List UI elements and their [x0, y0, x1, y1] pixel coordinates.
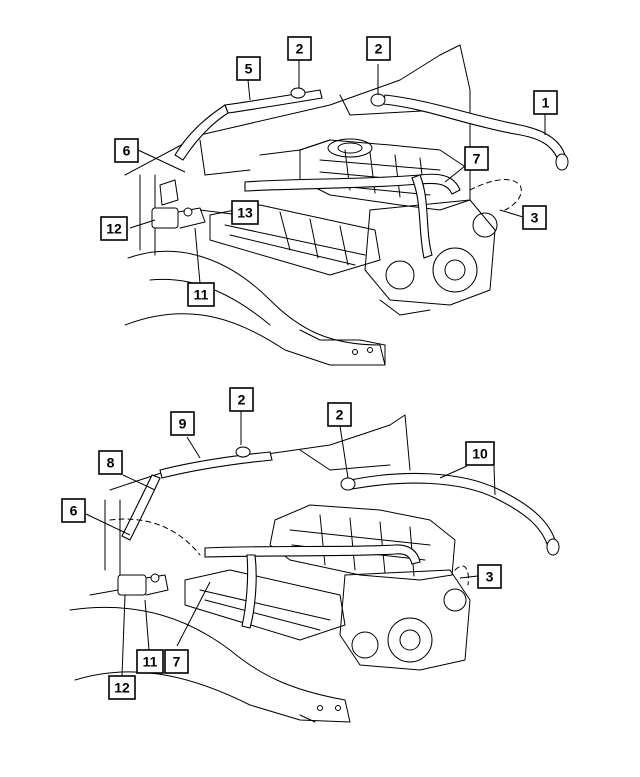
callout-3-top: 3	[522, 205, 547, 230]
callout-7-bottom: 7	[164, 649, 189, 674]
callout-12-bottom: 12	[108, 675, 136, 700]
svg-text:2: 2	[296, 41, 304, 57]
bottom-view-engine-artwork	[69, 414, 560, 723]
callout-leader-lines	[85, 59, 546, 677]
svg-text:12: 12	[114, 680, 130, 696]
svg-text:2: 2	[336, 407, 344, 423]
callout-11-top: 11	[187, 282, 215, 307]
callout-8-bottom: 8	[98, 450, 123, 475]
callout-12-top: 12	[100, 216, 128, 241]
callout-2-bottom-left: 2	[229, 387, 254, 412]
callout-2-top-left: 2	[287, 36, 312, 61]
callout-10-bottom: 10	[465, 441, 495, 466]
svg-text:8: 8	[107, 455, 115, 471]
callout-6-bottom: 6	[61, 498, 86, 523]
svg-text:9: 9	[179, 416, 187, 432]
svg-text:11: 11	[194, 287, 209, 303]
svg-text:2: 2	[238, 392, 246, 408]
svg-text:1: 1	[542, 95, 550, 111]
svg-text:7: 7	[173, 654, 181, 670]
callout-13-top: 13	[231, 200, 259, 225]
top-view-engine-artwork	[124, 44, 569, 366]
svg-text:2: 2	[375, 41, 383, 57]
callout-3-bottom: 3	[477, 564, 502, 589]
callout-2-bottom-right: 2	[327, 402, 352, 427]
svg-text:5: 5	[245, 61, 253, 77]
svg-text:12: 12	[106, 221, 122, 237]
svg-text:6: 6	[123, 143, 131, 159]
svg-text:3: 3	[486, 569, 494, 585]
callout-11-bottom: 11	[136, 649, 164, 674]
callout-1-top: 1	[533, 90, 558, 115]
callout-9-bottom: 9	[170, 411, 195, 436]
callout-7-top: 7	[464, 146, 489, 171]
callout-5-top: 5	[236, 56, 261, 81]
callout-6-top: 6	[114, 138, 139, 163]
svg-text:13: 13	[237, 205, 253, 221]
svg-text:6: 6	[70, 503, 78, 519]
svg-text:7: 7	[473, 151, 481, 167]
svg-text:11: 11	[143, 654, 158, 670]
callout-2-top-right: 2	[366, 36, 391, 61]
svg-text:10: 10	[472, 446, 488, 462]
svg-text:3: 3	[531, 210, 539, 226]
